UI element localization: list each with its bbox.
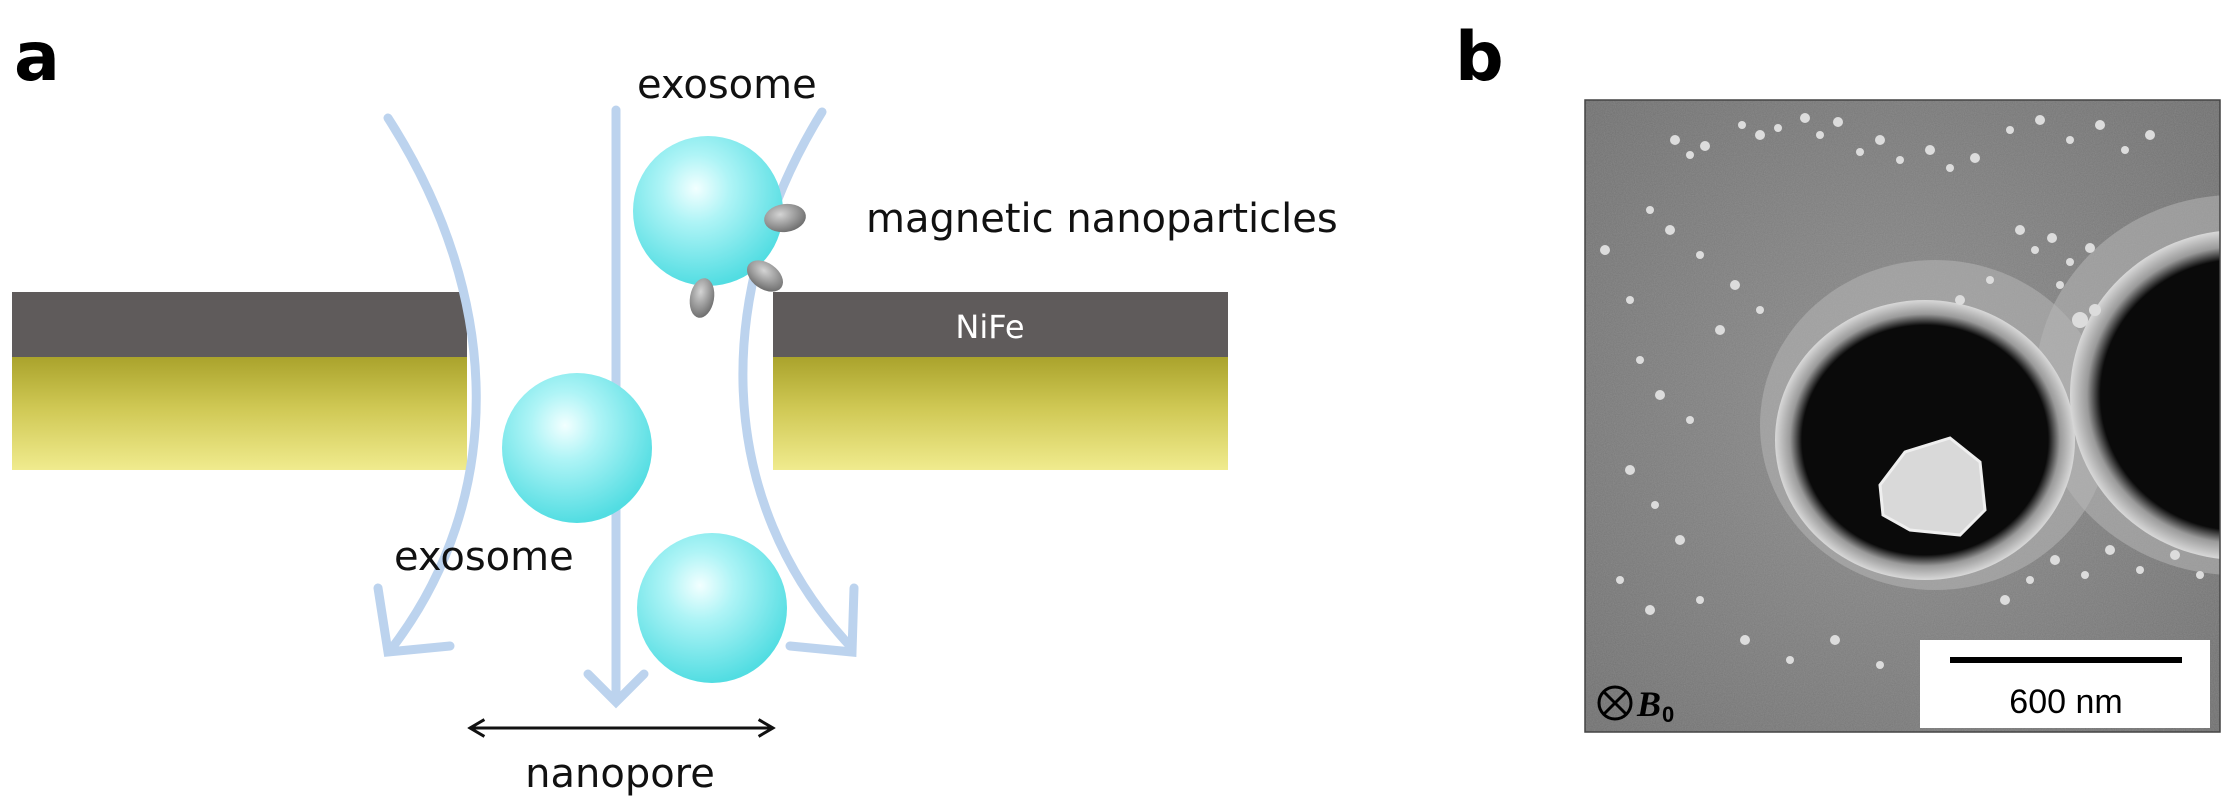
exosome-mid [502,373,652,523]
exosome-top-label: exosome [637,62,817,108]
nanopore-label: nanopore [525,751,715,797]
nanoparticle-specks [1600,113,2204,674]
membrane-left [12,292,467,470]
panel-b-letter: b [1455,18,1504,97]
nanoparticle [764,203,806,233]
flow-arrowhead-right [785,583,859,657]
captured-exosome [1878,436,1987,537]
nife-layer-left [12,292,467,357]
nife-layer-right [773,292,1228,357]
flow-arrowhead-center [583,669,649,709]
exosome-bottom [637,533,787,683]
field-label: B [1636,684,1661,724]
substrate-right [773,357,1228,470]
magnetic-nanoparticles [689,203,806,318]
panel-a-letter: a [14,18,60,97]
scale-bar-label: 600 nm [2009,683,2122,721]
panel-b: b [1455,18,2221,733]
panel-a: a NiFe ex [12,18,1338,797]
exosome-mid-label: exosome [394,534,574,580]
field-into-page-icon [1597,685,1633,721]
exosome-top [633,136,783,286]
flow-arrow-left [383,113,481,653]
sem-micrograph: 600 nm B 0 [1584,99,2221,733]
field-subscript: 0 [1662,702,1674,727]
nanoparticle [689,278,715,318]
magnetic-nanoparticles-label: magnetic nanoparticles [866,196,1338,242]
sem-frame [1584,99,2221,733]
membrane-right: NiFe [773,292,1228,470]
nanopore-right [2070,231,2220,559]
flow-arrowhead-left [373,583,455,657]
substrate-left [12,357,467,470]
nife-label: NiFe [955,308,1024,346]
nanoparticle [746,260,784,292]
flow-arrow-right [738,107,857,653]
nanopore-left [1775,300,2075,580]
scale-bar-box [1920,640,2210,728]
